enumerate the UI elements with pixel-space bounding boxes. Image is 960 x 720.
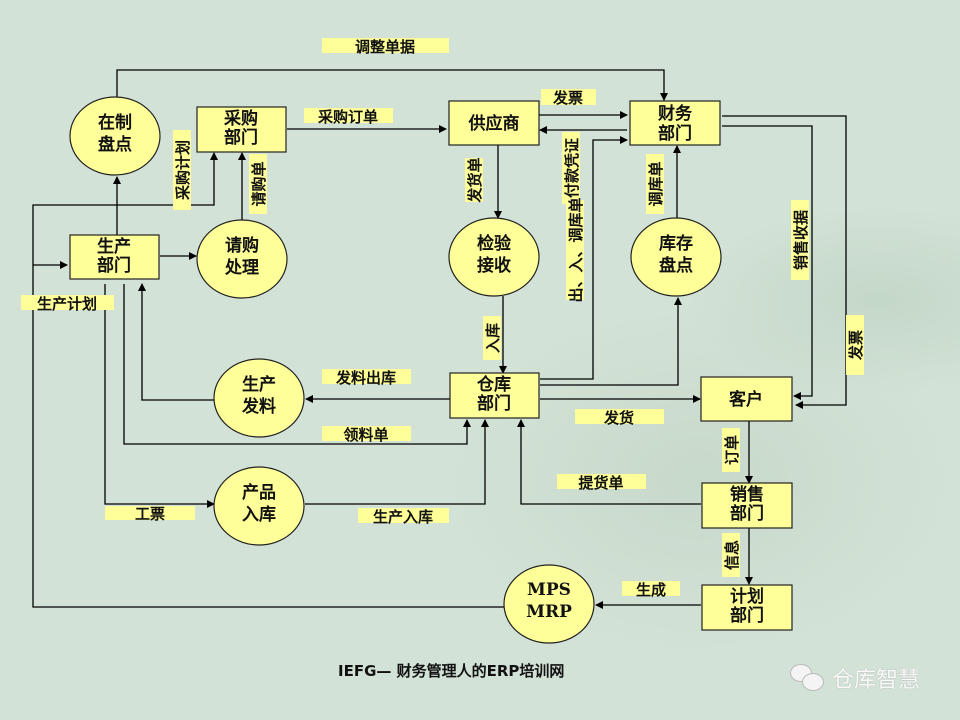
node-planning-line2: 部门 [730,605,764,626]
label-invoice-right: 发票 [847,330,865,361]
node-wip-count-line2: 盘点 [98,134,132,155]
label-stock-movement: 出、入、调库单 [567,197,585,302]
node-planning-dept[interactable]: 计划 部门 [701,584,793,631]
label-order: 订单 [723,435,741,465]
nodes: 在制 盘点 采购 部门 供应商 财务 部门 生产 部门 请购 处理 [69,96,793,644]
label-payment-voucher: 付款凭证 [563,138,581,198]
node-stock-count-line2: 盘点 [659,255,693,276]
node-warehouse-dept[interactable]: 仓库 部门 [449,372,540,419]
node-finance-line1: 财务 [657,103,693,124]
label-adjust-docs: 调整单据 [355,38,415,56]
edge-work-ticket [104,284,215,508]
node-customer[interactable]: 客户 [700,376,793,422]
node-mps-mrp[interactable]: MPS MRP [503,564,595,644]
footer-caption: IEFG— 财务管理人的ERP培训网 [338,662,565,680]
node-wip-count-line1: 在制 [98,112,132,133]
node-inspection-line2: 接收 [477,255,511,276]
node-material-issue-line2: 发料 [241,396,276,417]
node-requisition-line2: 处理 [224,257,259,278]
label-transfer: 调库单 [647,161,665,206]
node-supplier-line1: 供应商 [468,113,520,134]
edge-material-issue [138,283,216,401]
label-purchase-plan: 采购计划 [174,140,192,201]
label-product-inbound: 生产入库 [373,508,433,526]
label-info: 信息 [723,540,741,570]
edge-warehouse-finance [540,136,628,380]
label-purchase-order: 采购订单 [317,108,378,126]
node-product-inbound[interactable]: 产品 入库 [213,466,305,546]
node-product-inbound-line2: 入库 [242,504,276,525]
node-inspection-line1: 检验 [477,233,512,254]
node-sales-line2: 部门 [730,503,764,524]
node-customer-line1: 客户 [728,389,763,410]
node-warehouse-line1: 仓库 [476,374,511,395]
label-work-ticket: 工票 [135,505,165,523]
node-inspection[interactable]: 检验 接收 [448,217,540,297]
node-production-line1: 生产 [97,236,131,257]
node-supplier[interactable]: 供应商 [448,100,540,146]
node-mps-line1: MPS [527,580,571,600]
node-production-line2: 部门 [97,255,131,276]
edge-sales-receipt [722,125,813,400]
edge-invoice-right [722,115,847,409]
node-sales-dept[interactable]: 销售 部门 [701,482,793,529]
label-pick-list: 领料单 [342,426,388,444]
label-production-plan: 生产计划 [37,295,97,313]
edge-delivery-note [517,419,701,505]
node-warehouse-line2: 部门 [477,393,511,414]
label-requisition: 请购单 [250,161,268,206]
node-wip-count[interactable]: 在制 盘点 [69,96,161,176]
node-stock-count-line1: 库存 [659,233,693,254]
node-finance-line2: 部门 [658,123,692,144]
node-requisition[interactable]: 请购 处理 [196,219,288,299]
node-sales-line1: 销售 [730,484,764,505]
edge-warehouse-stockcount [540,297,682,386]
edge-labels: 调整单据 采购订单 发票 生产计划 发料出库 领料单 发货 提货单 工票 生产入… [21,38,865,599]
label-invoice-top: 发票 [552,89,583,107]
edge-pick-list [123,284,471,445]
node-requisition-line1: 请购 [225,235,259,256]
node-material-issue-line1: 生产 [242,374,276,395]
node-purchasing-line2: 部门 [224,127,258,148]
label-shipment: 发货 [603,409,634,427]
label-delivery-note: 提货单 [578,474,623,492]
node-finance-dept[interactable]: 财务 部门 [629,100,721,146]
node-material-issue[interactable]: 生产 发料 [213,358,305,438]
label-delivery: 发货单 [466,157,484,203]
node-product-inbound-line1: 产品 [242,482,276,503]
node-purchasing-line1: 采购 [223,108,258,129]
label-sales-receipt: 销售收据 [792,210,810,270]
node-mrp-line2: MRP [526,602,572,622]
edge-adjust-docs [116,69,668,101]
node-purchasing-dept[interactable]: 采购 部门 [196,106,287,153]
edge-mrp-loop [32,600,504,608]
label-issue-out: 发料出库 [335,369,396,387]
edge-product-inbound [305,419,489,505]
edge-purchase-plan [32,152,218,600]
node-stock-count[interactable]: 库存 盘点 [630,217,722,297]
node-production-dept[interactable]: 生产 部门 [69,234,160,280]
wechat-icon [790,664,826,692]
label-generate: 生成 [636,581,666,599]
node-planning-line1: 计划 [730,586,764,607]
watermark: 仓库智慧 [790,662,920,694]
connectors [32,69,847,609]
watermark-text: 仓库智慧 [832,668,921,693]
label-inbound: 入库 [484,323,502,353]
